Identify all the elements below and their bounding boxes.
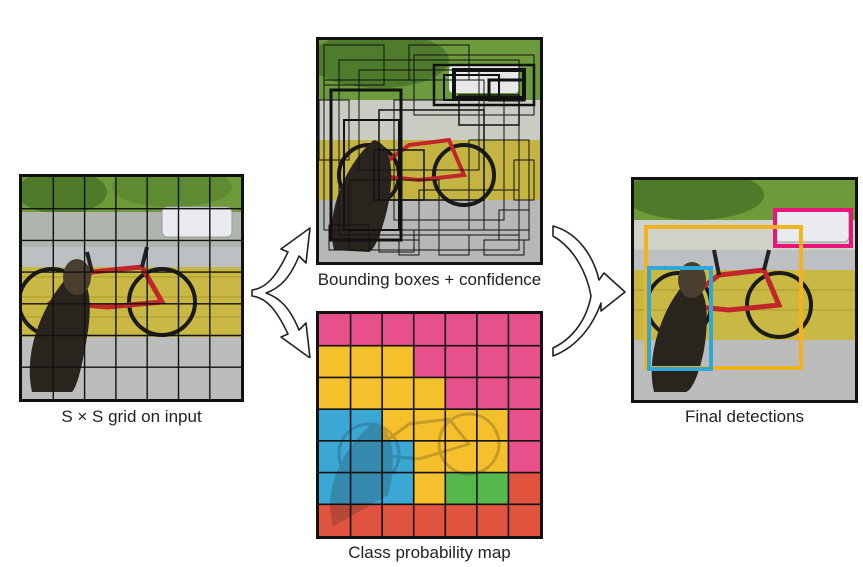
class-cell-red — [382, 504, 414, 536]
class-cell-yellow — [382, 377, 414, 409]
class-probability-grid — [319, 314, 540, 536]
final-detections-panel — [631, 177, 858, 403]
class-cell-yellow — [319, 346, 351, 378]
class-cell-pink — [477, 346, 509, 378]
class-cell-pink — [414, 314, 446, 346]
bounding-boxes-overlay — [319, 40, 540, 262]
final-scene-image — [634, 180, 855, 400]
class-cell-yellow — [414, 377, 446, 409]
class-cell-yellow — [351, 346, 383, 378]
merging-arrow-icon — [549, 218, 629, 358]
boxes-caption: Bounding boxes + confidence — [296, 270, 563, 290]
class-cell-pink — [445, 314, 477, 346]
class-cell-pink — [319, 314, 351, 346]
class-cell-yellow — [414, 473, 446, 505]
class-cell-yellow — [351, 377, 383, 409]
class-cell-pink — [477, 377, 509, 409]
classmap-caption: Class probability map — [296, 543, 563, 563]
class-cell-pink — [508, 409, 540, 441]
input-grid-panel — [19, 174, 244, 402]
class-cell-red — [414, 504, 446, 536]
branching-arrow-icon — [248, 218, 318, 358]
class-cell-pink — [508, 346, 540, 378]
class-cell-red — [508, 473, 540, 505]
class-cell-pink — [508, 314, 540, 346]
class-cell-pink — [351, 314, 383, 346]
class-probability-map-panel — [316, 311, 543, 539]
class-cell-green — [445, 473, 477, 505]
class-cell-pink — [508, 377, 540, 409]
grid-overlay — [22, 177, 241, 399]
class-cell-red — [477, 504, 509, 536]
class-cell-red — [445, 504, 477, 536]
class-cell-pink — [508, 441, 540, 473]
class-cell-green — [477, 473, 509, 505]
grid-caption: S × S grid on input — [19, 407, 244, 427]
final-caption: Final detections — [631, 407, 858, 427]
class-cell-yellow — [319, 377, 351, 409]
class-cell-pink — [382, 314, 414, 346]
class-cell-pink — [445, 346, 477, 378]
class-cell-pink — [477, 314, 509, 346]
class-cell-pink — [414, 346, 446, 378]
class-cell-red — [508, 504, 540, 536]
class-cell-pink — [445, 377, 477, 409]
class-cell-yellow — [477, 441, 509, 473]
class-cell-yellow — [382, 346, 414, 378]
bounding-boxes-panel — [316, 37, 543, 265]
